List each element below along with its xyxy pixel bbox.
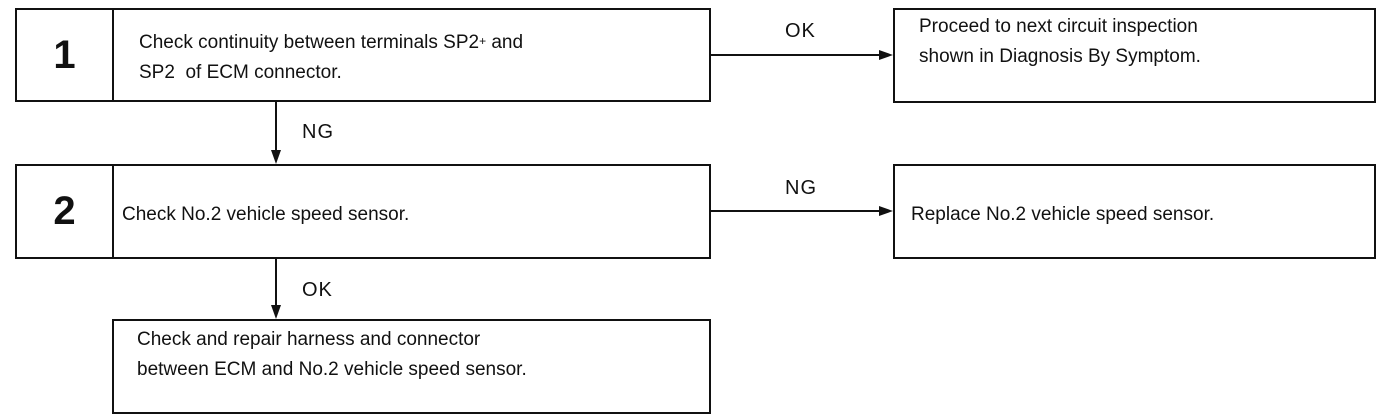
arrowhead-step2-ng — [879, 206, 893, 216]
label-step2-ok: OK — [302, 279, 333, 301]
arrowhead-step1-ok — [879, 50, 893, 60]
step-1-line2: SP2 of ECM connector. — [139, 62, 342, 83]
final-repair-box: Check and repair harness and connector b… — [112, 319, 711, 414]
step-1-ok-result-text: Proceed to next circuit inspection shown… — [919, 12, 1201, 72]
step-2-text: Check No.2 vehicle speed sensor. — [122, 204, 410, 225]
step-2-ng-result-box: Replace No.2 vehicle speed sensor. — [893, 164, 1376, 259]
arrowhead-step2-ok — [271, 305, 281, 319]
step-2-box: 2 Check No.2 vehicle speed sensor. — [15, 164, 711, 259]
step-2-number: 2 — [17, 166, 114, 257]
step-1-ok-result-line1: Proceed to next circuit inspection — [919, 16, 1198, 37]
final-repair-text: Check and repair harness and connector b… — [137, 325, 527, 385]
step-1-ok-result-line2: shown in Diagnosis By Symptom. — [919, 46, 1201, 67]
label-step1-ng: NG — [302, 121, 334, 143]
step-1-line1-prefix: Check continuity between terminals SP2 — [139, 32, 480, 53]
step-2-ng-result-text: Replace No.2 vehicle speed sensor. — [911, 204, 1215, 225]
step-1-number: 1 — [17, 10, 114, 100]
step-1-line1-suffix: and — [486, 32, 524, 53]
label-step1-ok: OK — [785, 20, 816, 42]
step-1-ok-result-box: Proceed to next circuit inspection shown… — [893, 8, 1376, 103]
final-repair-line2: between ECM and No.2 vehicle speed senso… — [137, 359, 527, 380]
label-step2-ng: NG — [785, 177, 817, 199]
final-repair-line1: Check and repair harness and connector — [137, 329, 481, 350]
step-1-text: Check continuity between terminals SP2+ … — [139, 28, 523, 88]
step-1-box: 1 Check continuity between terminals SP2… — [15, 8, 711, 102]
step-1-line1-sup: + — [479, 34, 487, 48]
arrowhead-step1-ng — [271, 150, 281, 164]
